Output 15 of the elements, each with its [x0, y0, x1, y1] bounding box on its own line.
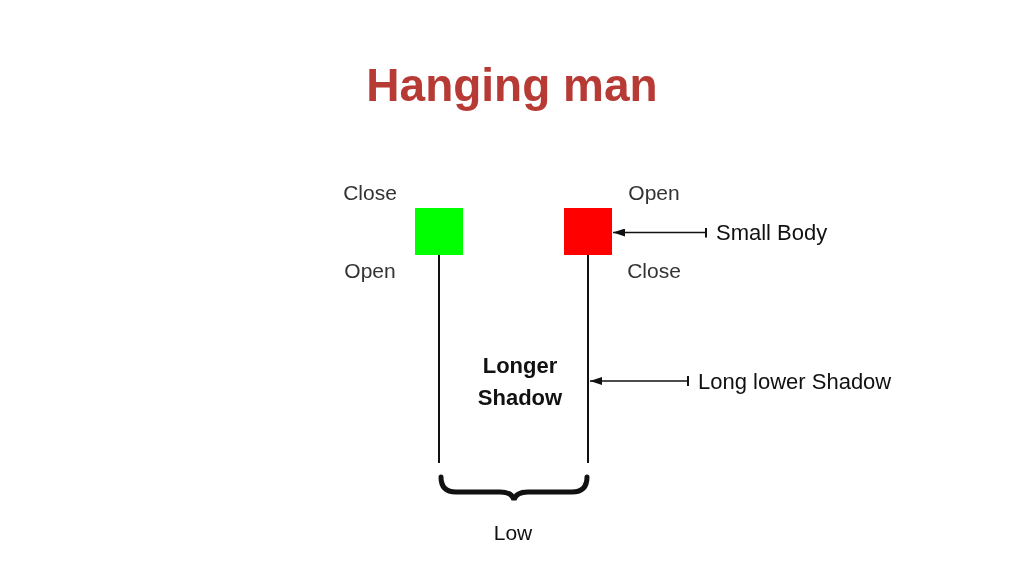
candle-body	[415, 208, 463, 255]
price-label: Open	[628, 182, 680, 203]
callout-text: Long lower Shadow	[698, 371, 892, 393]
candle-wick	[587, 255, 589, 463]
price-label: Close	[343, 182, 397, 203]
candle-wick	[438, 255, 440, 463]
price-label: Open	[344, 260, 396, 281]
arrow	[612, 226, 707, 239]
candle-body	[564, 208, 612, 255]
callout-text: Small Body	[716, 222, 828, 244]
title: Hanging man	[365, 58, 659, 112]
price-label: Close	[627, 260, 681, 281]
annotation-label: Longer Shadow	[476, 352, 564, 412]
arrow	[589, 375, 689, 387]
annotation-label: Low	[492, 520, 534, 546]
